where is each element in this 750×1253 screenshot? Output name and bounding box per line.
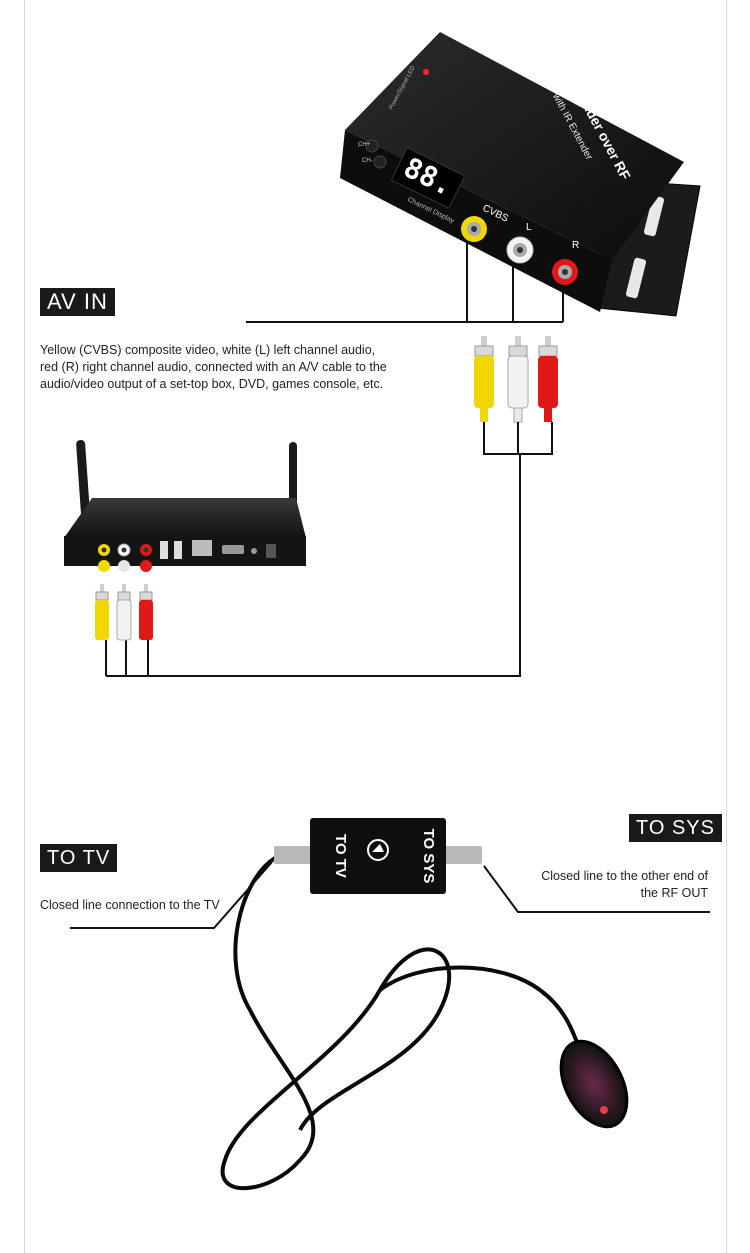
port-l[interactable] — [506, 236, 534, 264]
to-tv-description: Closed line connection to the TV — [40, 898, 220, 912]
brand-logo-icon — [367, 839, 389, 861]
port-r-label: R — [572, 240, 579, 251]
ch-down-button[interactable] — [373, 155, 387, 169]
port-cvbs[interactable] — [461, 216, 487, 242]
av-in-desc-line-1: Yellow (CVBS) composite video, white (L)… — [40, 343, 376, 357]
port-l-label: L — [526, 222, 532, 233]
av-in-leader-lines — [246, 243, 564, 323]
splitter-right-label: TO SYS — [420, 829, 437, 884]
av-in-desc-line-2: red (R) right channel audio, connected w… — [40, 360, 387, 374]
ir-extender-cable — [220, 856, 586, 1191]
left-border — [24, 0, 25, 1253]
ch-up-button[interactable] — [365, 139, 379, 153]
right-border — [726, 0, 727, 1253]
av-in-tag: AV IN — [40, 288, 115, 316]
splitter-left-label: TO TV — [332, 834, 349, 878]
set-top-box — [64, 440, 306, 572]
rca-cable-plugs-right — [474, 336, 558, 423]
splitter-leader-lines — [70, 861, 710, 929]
av-in-description: Yellow (CVBS) composite video, white (L)… — [40, 342, 400, 393]
to-tv-tag: TO TV — [40, 844, 118, 872]
power-led-icon — [423, 69, 429, 75]
to-sys-tag: TO SYS — [629, 814, 722, 842]
ir-receiver-icon — [559, 1039, 629, 1129]
rf-splitter: TO TV TO SYS — [274, 818, 482, 894]
port-r[interactable] — [552, 259, 578, 285]
av-in-desc-line-3: audio/video output of a set-top box, DVD… — [40, 377, 384, 391]
to-sys-description: Closed line to the other end of the RF O… — [541, 868, 708, 902]
rca-cable-plugs-left — [95, 584, 153, 641]
ch-down-label: CH- — [362, 158, 373, 164]
to-sys-desc-line-1: Closed line to the other end of — [541, 869, 708, 883]
to-sys-desc-line-2: the RF OUT — [640, 886, 708, 900]
av-extender-device: 88. Channel Display CH+ CH- Power/Signal… — [340, 32, 701, 317]
ch-up-label: CH+ — [358, 142, 371, 148]
cable-lines — [105, 422, 553, 677]
